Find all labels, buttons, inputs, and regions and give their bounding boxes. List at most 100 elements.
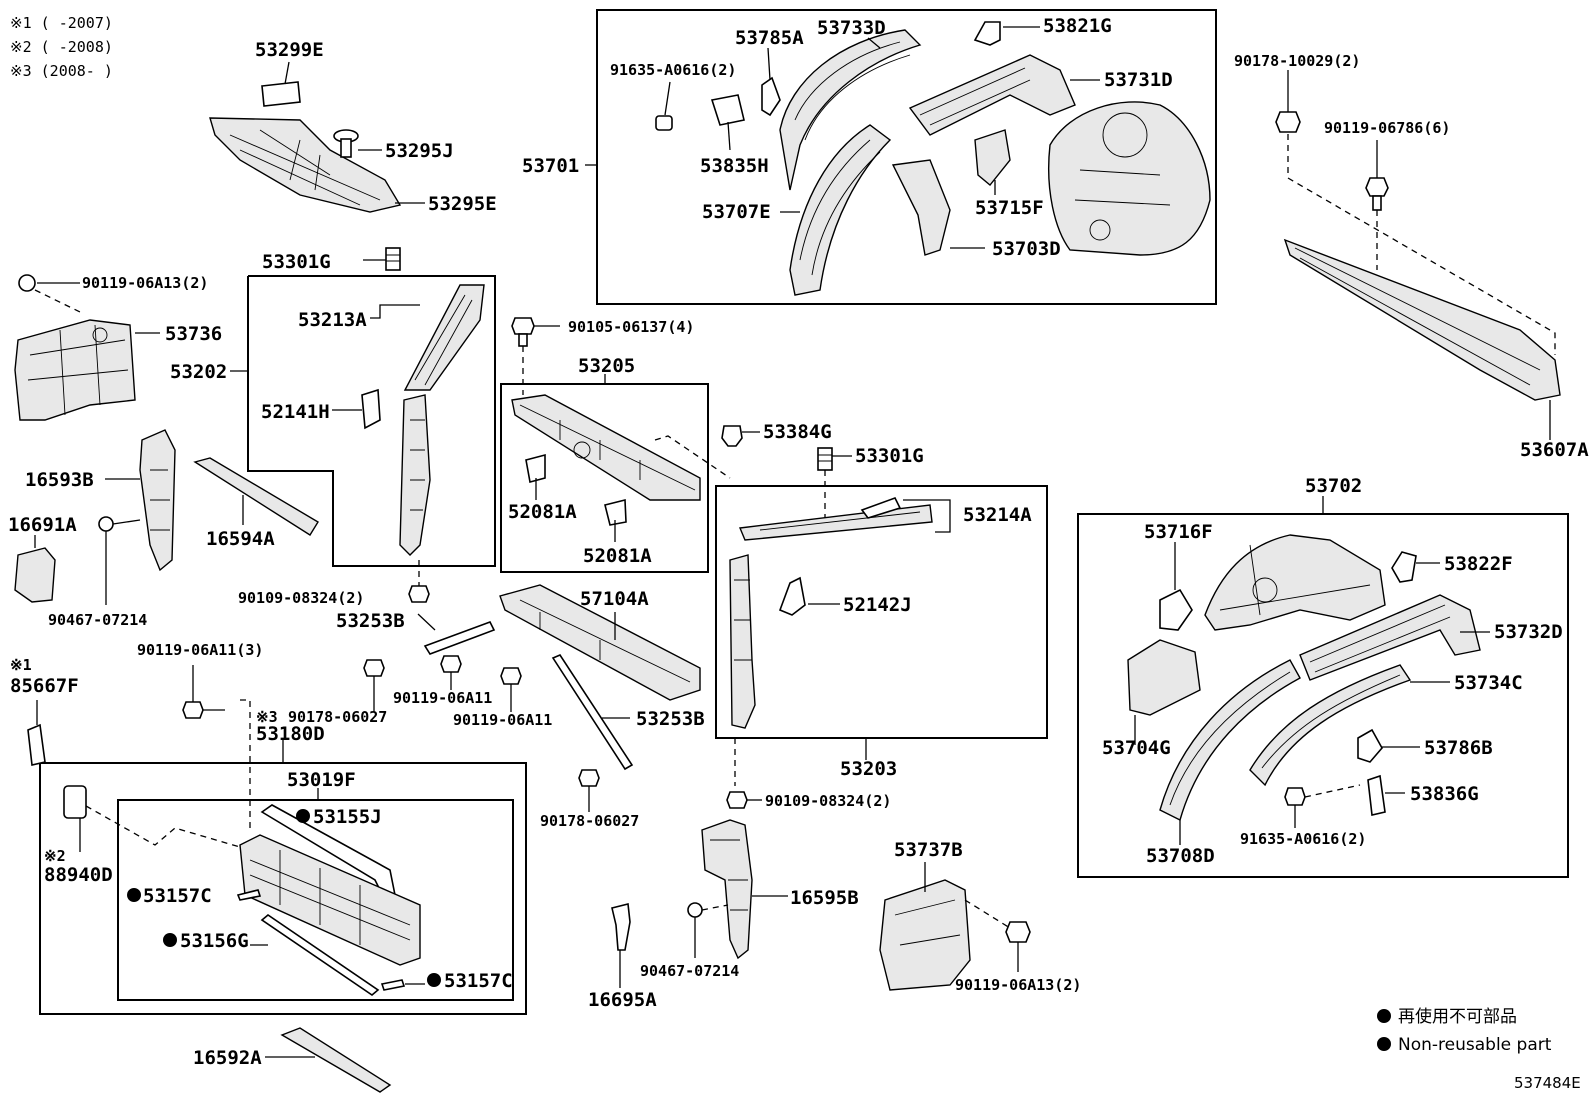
label-91635-A0616-right: 91635-A0616(2) [1240,830,1366,848]
part-53737B [879,879,971,991]
part-53733D [779,29,922,191]
nut-90178-06027-a [363,659,385,677]
part-16595B [701,819,753,960]
part-53214A [738,504,933,541]
nonreusable-dot-53157C-a [127,888,141,902]
part-16691A [14,547,56,603]
part-53253B-rod-top [423,621,496,655]
label-53708D: 53708D [1146,845,1215,867]
label-90119-06786: 90119-06786(6) [1324,119,1450,137]
label-53822F: 53822F [1444,553,1513,575]
legend-jp: 再使用不可部品 [1398,1006,1517,1027]
label-53157C-b: 53157C [444,970,513,992]
label-53213A: 53213A [298,309,367,331]
part-53716F [1159,588,1193,631]
nut-90178-10029 [1275,111,1301,133]
part-16594A [193,457,319,536]
part-53703D [891,159,951,256]
label-53707E: 53707E [702,201,771,223]
label-53731D: 53731D [1104,69,1173,91]
part-53704G [1127,639,1201,716]
label-53214A: 53214A [963,504,1032,526]
label-85667F: 85667F [10,675,79,697]
part-radiator-support-left [399,394,431,556]
label-16695A: 16695A [588,989,657,1011]
part-52141H [361,388,381,430]
label-53704G: 53704G [1102,737,1171,759]
part-53301G-top-stopper [385,247,401,271]
label-53734C: 53734C [1454,672,1523,694]
bolt-90119-06A11-a [440,655,462,673]
part-53299E [261,81,301,107]
bolt-90119-06A13-top [18,274,36,292]
label-53732D: 53732D [1494,621,1563,643]
nut-90178-06027-b [578,769,600,787]
part-53301G-mid-stopper [817,447,833,471]
part-53822F [1391,551,1417,583]
bolt-90109-08324-a [408,585,430,603]
label-90109-08324-b: 90109-08324(2) [765,792,891,810]
label-16593B: 16593B [25,469,94,491]
part-53205-upper [511,394,701,501]
bolt-90119-06A11-3 [182,701,204,719]
label-53203: 53203 [840,758,897,780]
drawing-id: 537484E [1514,1074,1581,1092]
label-53835H: 53835H [700,155,769,177]
label-53736: 53736 [165,323,222,345]
part-53708D [1159,659,1301,822]
label-53715F: 53715F [975,197,1044,219]
label-16691A: 16691A [8,514,77,536]
label-53253B-bot: 53253B [636,708,705,730]
legend-en: Non-reusable part [1398,1035,1552,1055]
part-53821G [973,21,1001,46]
mark-85667F: ※1 [10,656,32,674]
group-box-53203 [715,485,1048,739]
label-53295E: 53295E [428,193,497,215]
group-box-53701 [596,9,1217,305]
label-90178-06027-b: 90178-06027 [540,812,639,830]
bolt-91635-top [655,115,673,131]
part-53702-apron [1204,534,1386,631]
note-3: ※3 (2008- ) [10,62,113,80]
label-53821G: 53821G [1043,15,1112,37]
label-53836G: 53836G [1410,783,1479,805]
label-53733D: 53733D [817,17,886,39]
label-16592A: 16592A [193,1047,262,1069]
label-53785A: 53785A [735,27,804,49]
part-53785A [761,76,781,117]
part-53835H [710,94,745,126]
label-90119-06A13-top: 90119-06A13(2) [82,274,208,292]
label-16595B: 16595B [790,887,859,909]
label-53607A: 53607A [1520,439,1589,461]
part-16695A [611,903,631,951]
part-53214A-bracket [860,497,902,519]
label-53301G-mid: 53301G [855,445,924,467]
note-2: ※2 ( -2008) [10,38,113,56]
part-53157C-a [236,889,262,901]
label-52142J: 52142J [843,594,912,616]
part-53786B [1357,728,1383,763]
part-53384G [721,425,743,447]
part-53715F [974,129,1011,186]
label-53157C-a: 53157C [143,885,212,907]
bolt-90467-left [98,516,114,532]
legend-dot-en [1377,1037,1391,1051]
part-53731D [908,54,1076,136]
label-90119-06A11-b: 90119-06A11 [453,711,552,729]
label-90119-06A11-3: 90119-06A11(3) [137,641,263,659]
part-52081A-b [604,498,627,526]
part-53707E [789,124,892,296]
label-57104A: 57104A [580,588,649,610]
bolt-90119-06786 [1365,177,1389,211]
part-53607A [1283,238,1561,401]
label-90105-06137: 90105-06137(4) [568,318,694,336]
label-88940D: 88940D [44,864,113,886]
bolt-90119-06A11-b [500,667,522,685]
label-53786B: 53786B [1424,737,1493,759]
nonreusable-dot-53155J [296,809,310,823]
bolt-90105-06137 [511,317,535,347]
part-53295E [209,117,402,213]
label-53702: 53702 [1305,475,1362,497]
label-52081A-a: 52081A [508,501,577,523]
